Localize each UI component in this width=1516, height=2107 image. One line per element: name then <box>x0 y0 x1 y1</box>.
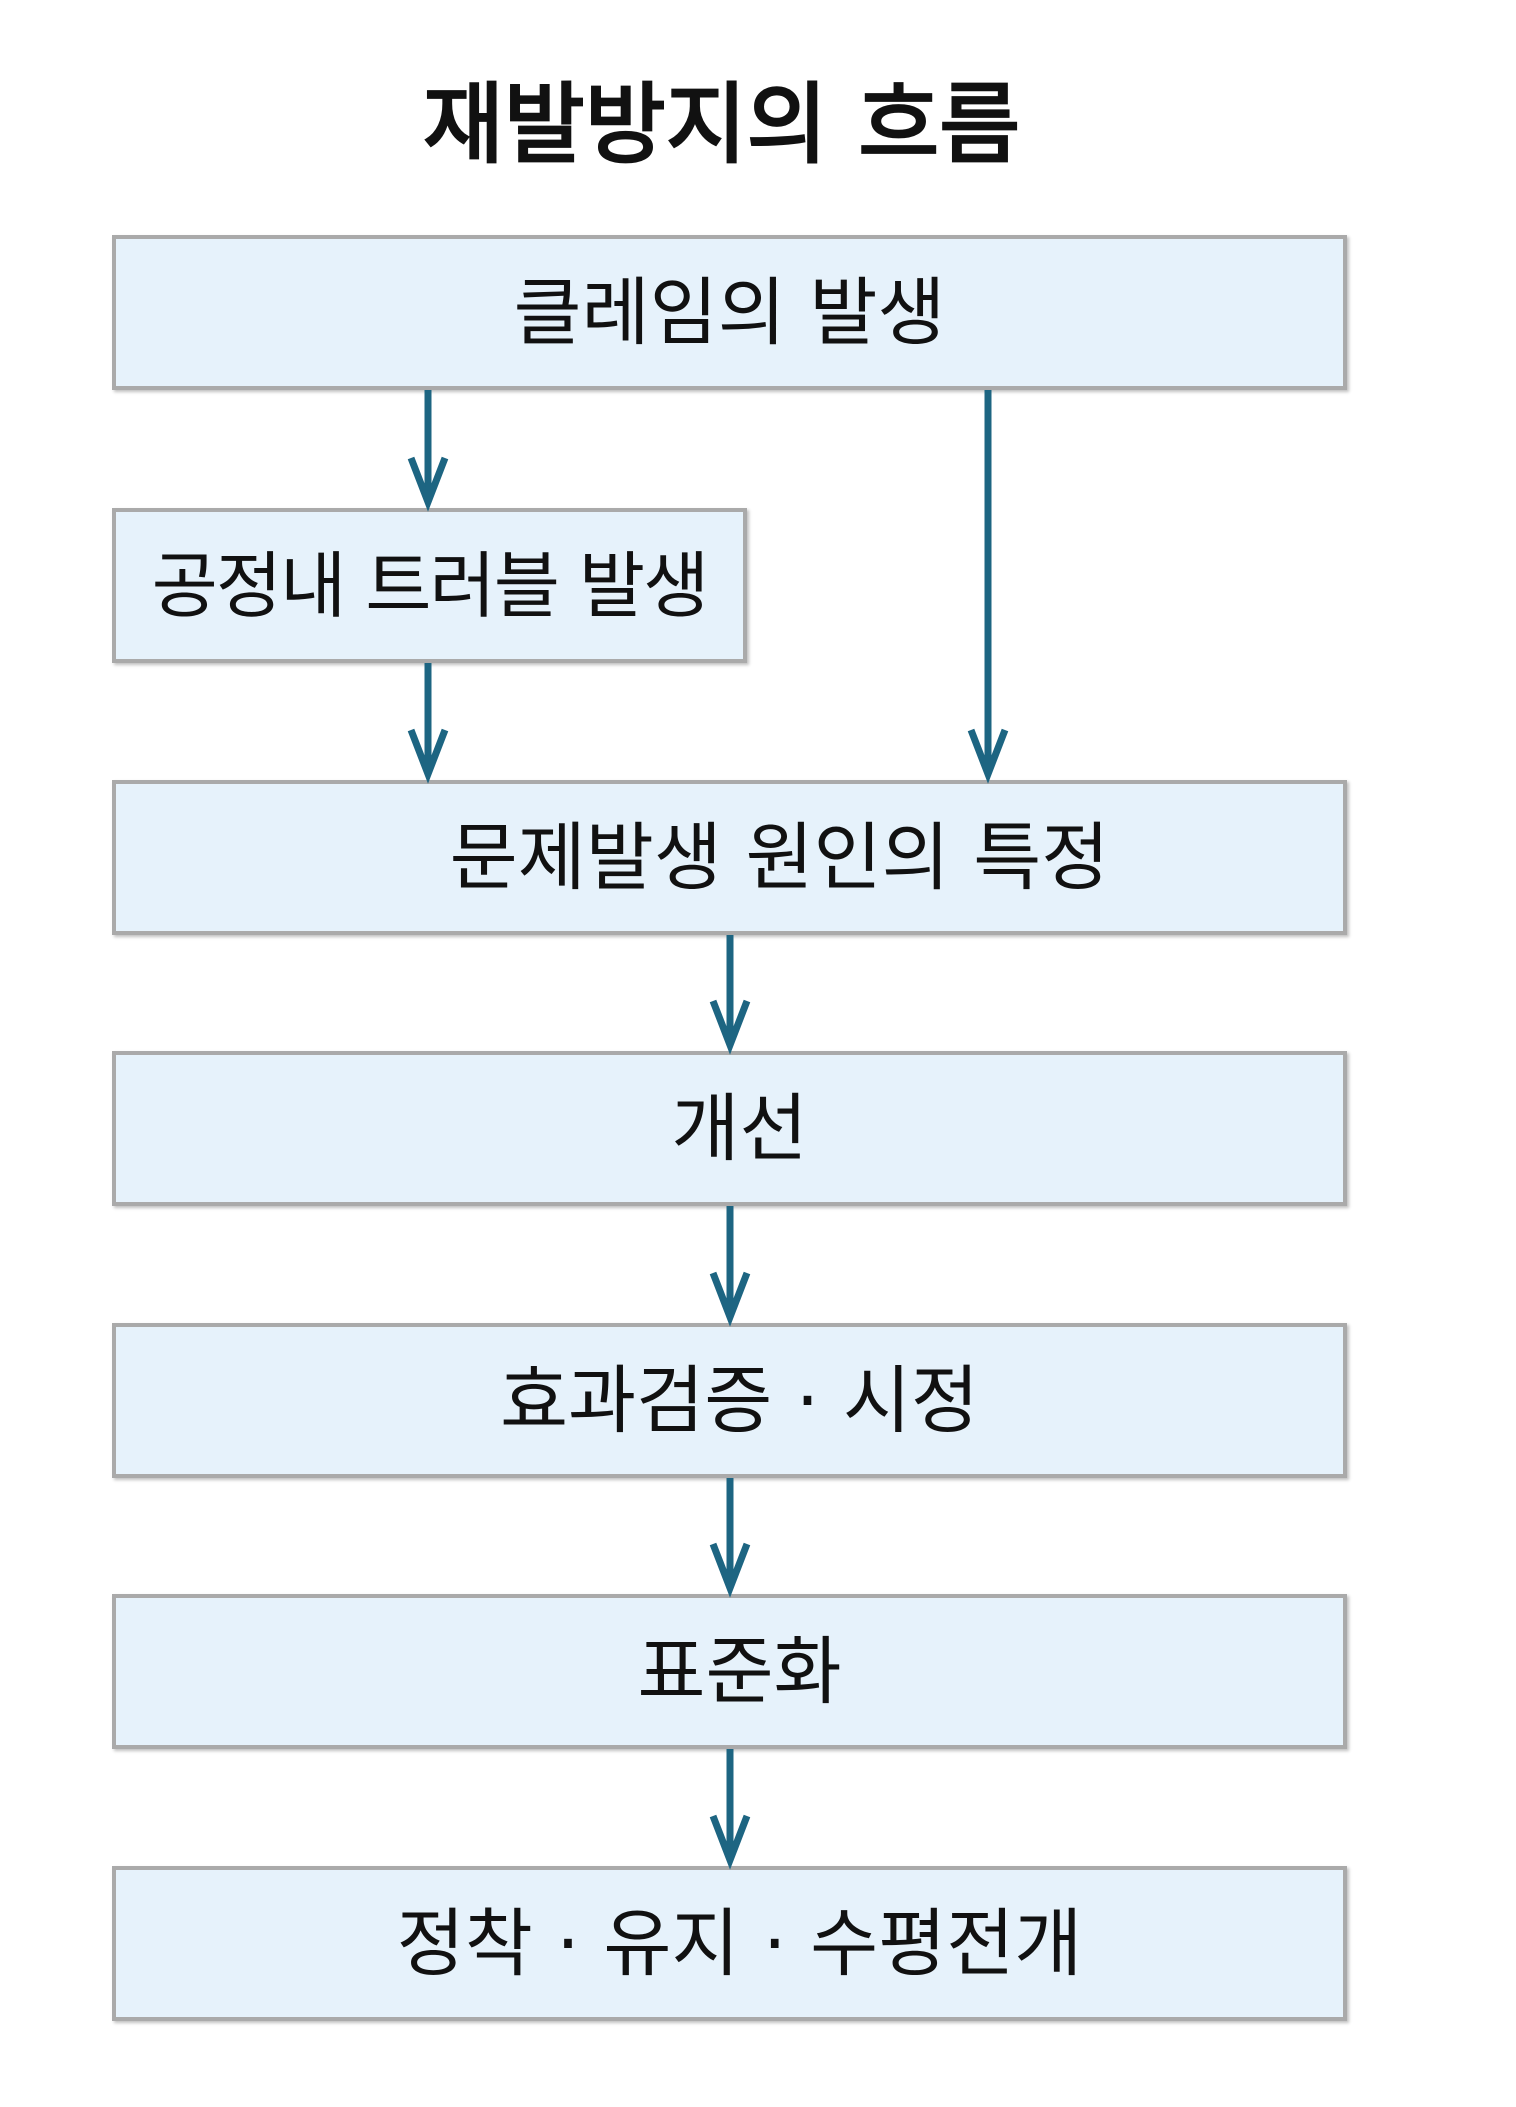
step-label: 개선 <box>671 1085 808 1172</box>
diagram-title: 재발방지의 흐름 <box>422 73 1021 176</box>
arrow-claim-to-cause <box>967 390 1009 784</box>
step-claim-occurrence: 클레임의 발생 <box>112 235 1347 390</box>
step-effect-verification: 효과검증 · 시정 <box>112 1323 1347 1478</box>
step-in-process-trouble: 공정내 트러블 발생 <box>112 508 747 663</box>
step-label: 표준화 <box>637 1628 842 1715</box>
arrow-trouble-to-cause <box>407 663 449 784</box>
step-label: 공정내 트러블 발생 <box>151 543 710 628</box>
step-label: 정착 · 유지 · 수평전개 <box>396 1900 1083 1987</box>
step-root-cause-identification: 문제발생 원인의 특정 <box>112 780 1347 935</box>
arrow-cause-to-improvement <box>709 935 751 1055</box>
step-improvement: 개선 <box>112 1051 1347 1206</box>
arrow-improvement-to-verification <box>709 1206 751 1327</box>
step-label: 효과검증 · 시정 <box>499 1357 980 1444</box>
step-label: 문제발생 원인의 특정 <box>449 814 1110 901</box>
arrow-verification-to-standardization <box>709 1478 751 1598</box>
arrow-claim-to-trouble <box>407 390 449 512</box>
step-establish-maintain-deploy: 정착 · 유지 · 수평전개 <box>112 1866 1347 2021</box>
step-label: 클레임의 발생 <box>513 269 946 356</box>
arrow-standardization-to-establish <box>709 1749 751 1870</box>
step-standardization: 표준화 <box>112 1594 1347 1749</box>
